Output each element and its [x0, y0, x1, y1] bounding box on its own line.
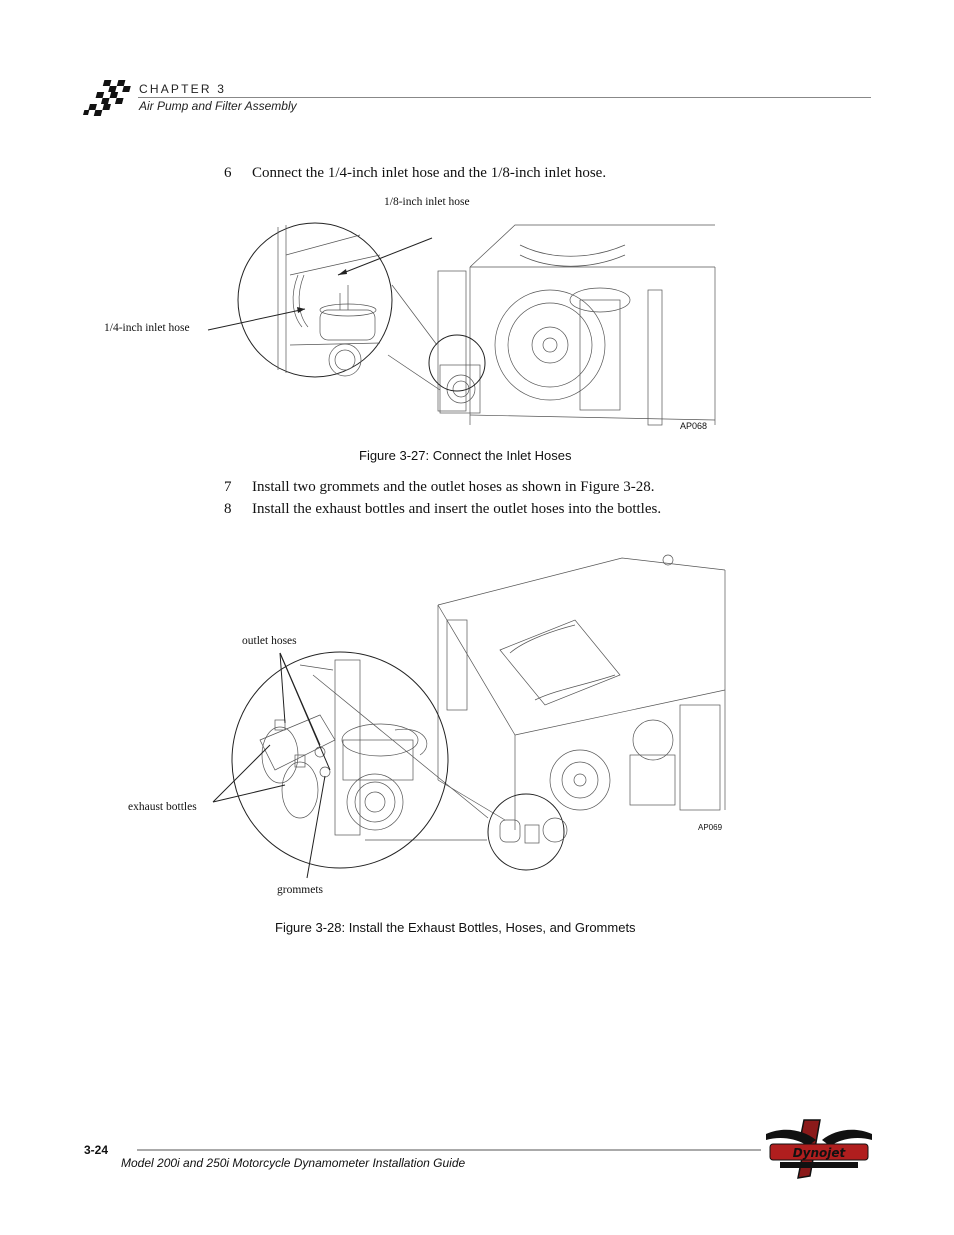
figure-27-code: AP068 — [680, 421, 708, 431]
figure-28-illustration — [212, 554, 726, 879]
step-number: 6 — [224, 165, 232, 181]
step-text: Connect the 1/4-inch inlet hose and the … — [252, 165, 607, 181]
callout-grommets: grommets — [277, 884, 323, 896]
callout-exhaust-bottles: exhaust bottles — [128, 801, 197, 813]
page-number: 3-24 — [84, 1143, 109, 1157]
footer-rule — [137, 1149, 761, 1151]
step-text: Install two grommets and the outlet hose… — [252, 479, 655, 495]
section-title: Air Pump and Filter Assembly — [139, 99, 297, 113]
figure-27-caption: Figure 3-27: Connect the Inlet Hoses — [359, 448, 572, 463]
callout-outlet-hoses: outlet hoses — [242, 635, 297, 647]
checkered-flag-icon — [83, 80, 131, 116]
figure-28-caption: Figure 3-28: Install the Exhaust Bottles… — [275, 920, 636, 935]
svg-text:Dynojet: Dynojet — [793, 1146, 847, 1160]
callout-eighth-inch-hose: 1/8-inch inlet hose — [384, 196, 470, 208]
figure-28-code: AP069 — [698, 823, 723, 832]
step-text: Install the exhaust bottles and insert t… — [252, 501, 662, 517]
header-rule — [138, 97, 871, 98]
dynojet-logo: Dynojet — [766, 1119, 872, 1179]
figure-27-illustration — [207, 222, 716, 426]
step-number: 7 — [224, 479, 232, 495]
callout-quarter-inch-hose: 1/4-inch inlet hose — [104, 322, 190, 334]
chapter-label: CHAPTER 3 — [139, 82, 227, 96]
document-title: Model 200i and 250i Motorcycle Dynamomet… — [121, 1156, 466, 1170]
step-number: 8 — [224, 501, 232, 517]
